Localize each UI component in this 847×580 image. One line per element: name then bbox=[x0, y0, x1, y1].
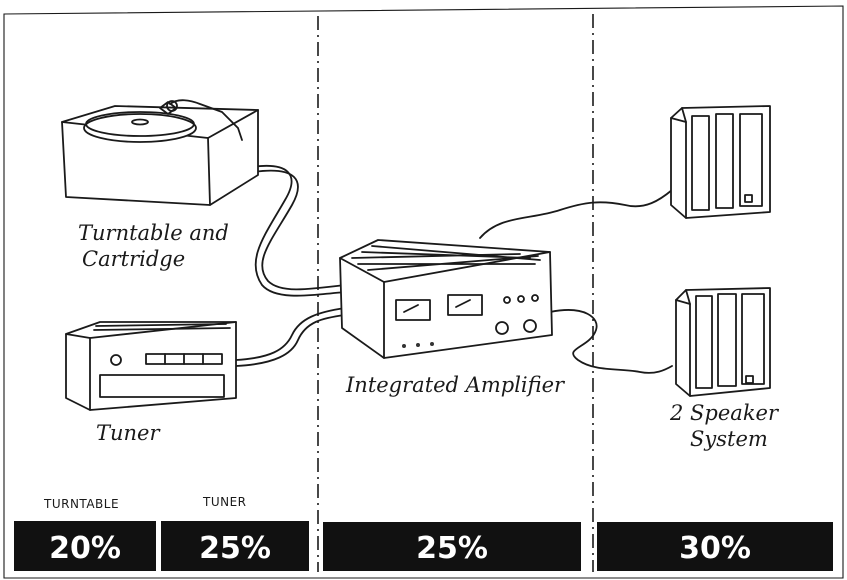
tuner-label: Tuner bbox=[96, 421, 161, 445]
budget-bar-turntable bbox=[14, 521, 156, 571]
budget-bar-tuner bbox=[161, 521, 309, 571]
budget-bar-speakers bbox=[597, 522, 833, 571]
speaker-icon-top bbox=[670, 105, 771, 219]
budget-bar-amplifier bbox=[323, 522, 581, 571]
budget-percent-speakers: 30% bbox=[679, 531, 751, 566]
budget-caption-turntable: TURNTABLE bbox=[43, 497, 119, 511]
speaker-label-line2: System bbox=[690, 427, 768, 451]
turntable-label-line1: Turntable and bbox=[78, 221, 229, 245]
budget-bars: 20% 25% 25% 30% bbox=[14, 521, 833, 571]
budget-percent-amplifier: 25% bbox=[416, 531, 488, 566]
tuner-icon bbox=[65, 321, 237, 411]
budget-percent-turntable: 20% bbox=[49, 531, 121, 566]
amplifier-label: Integrated Amplifier bbox=[345, 373, 566, 397]
signal-cables bbox=[235, 164, 673, 374]
speaker-icon-bottom bbox=[675, 287, 771, 397]
turntable-label-line2: Cartridge bbox=[82, 247, 185, 271]
budget-percent-tuner: 25% bbox=[199, 531, 271, 566]
budget-caption-tuner: TUNER bbox=[202, 495, 247, 509]
amplifier-icon bbox=[339, 239, 553, 359]
diagram-frame bbox=[3, 5, 844, 579]
speaker-label-line1: 2 Speaker bbox=[669, 401, 780, 425]
turntable-icon bbox=[61, 99, 259, 206]
